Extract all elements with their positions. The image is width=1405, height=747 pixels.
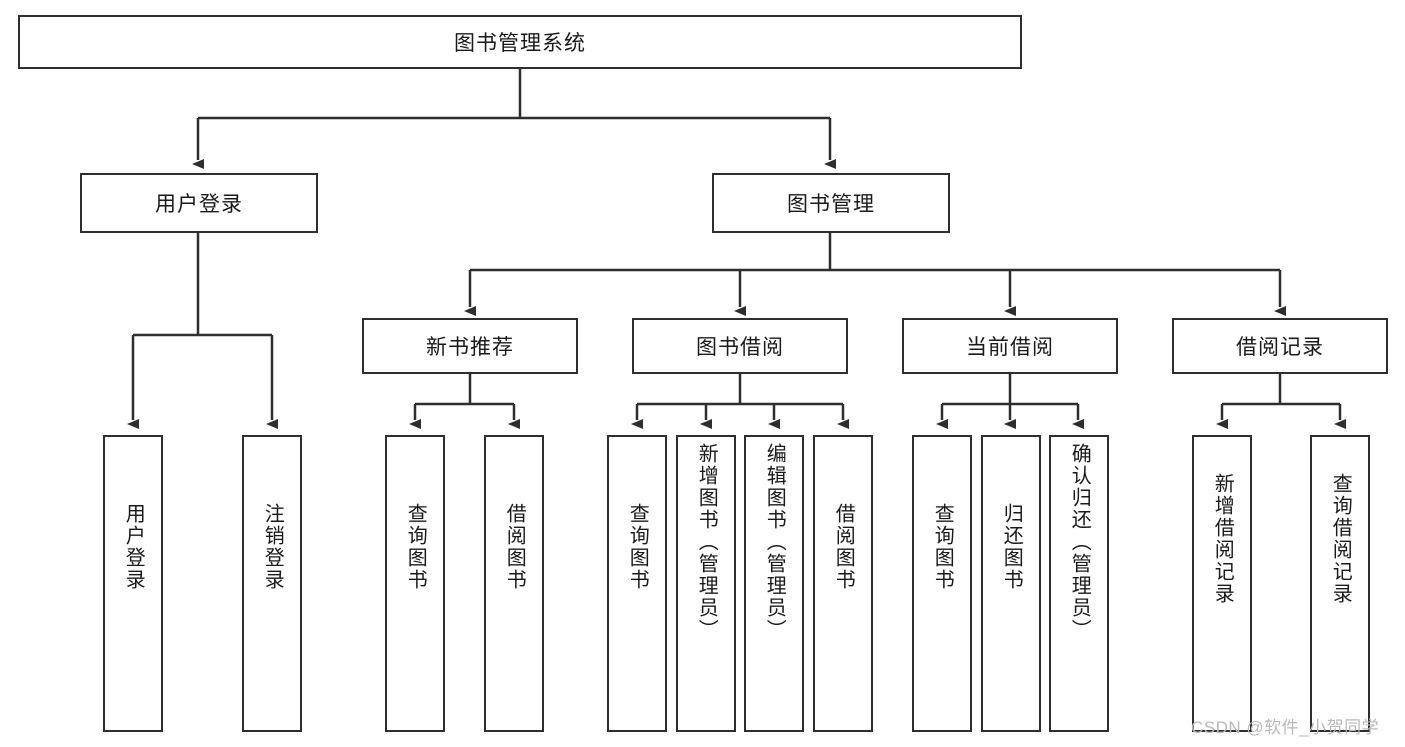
node-root-system[interactable]: 图书管理系统 <box>18 15 1022 69</box>
node-user-login[interactable]: 用户登录 <box>80 173 318 233</box>
leaf-book-borrow-edit[interactable]: 编辑图书（管理员） <box>744 435 804 732</box>
node-label: 用户登录 <box>122 503 145 591</box>
node-label: 查询借阅记录 <box>1329 473 1352 605</box>
leaf-current-borrow-return[interactable]: 归还图书 <box>981 435 1041 732</box>
node-label: 当前借阅 <box>966 336 1054 359</box>
leaf-user-login-login[interactable]: 用户登录 <box>103 435 163 732</box>
leaf-new-book-query[interactable]: 查询图书 <box>385 435 445 732</box>
node-label: 图书借阅 <box>696 336 784 359</box>
node-book-borrow[interactable]: 图书借阅 <box>632 318 848 374</box>
node-current-borrow[interactable]: 当前借阅 <box>902 318 1118 374</box>
leaf-new-book-borrow[interactable]: 借阅图书 <box>484 435 544 732</box>
node-new-book-recommend[interactable]: 新书推荐 <box>362 318 578 374</box>
node-label: 图书管理系统 <box>454 32 586 55</box>
node-label: 编辑图书（管理员） <box>763 443 786 641</box>
node-label: 查询图书 <box>626 503 649 591</box>
leaf-current-borrow-confirm-return[interactable]: 确认归还（管理员） <box>1049 435 1109 732</box>
node-label: 注销登录 <box>261 503 284 591</box>
node-label: 查询图书 <box>931 503 954 591</box>
node-borrow-record[interactable]: 借阅记录 <box>1172 318 1388 374</box>
node-label: 确认归还（管理员） <box>1068 443 1091 641</box>
csdn-watermark: CSDN @软件_小贺同学 <box>1191 718 1380 737</box>
leaf-book-borrow-borrow[interactable]: 借阅图书 <box>813 435 873 732</box>
node-label: 用户登录 <box>155 193 243 216</box>
node-label: 借阅图书 <box>832 503 855 591</box>
node-label: 图书管理 <box>787 193 875 216</box>
leaf-borrow-record-query[interactable]: 查询借阅记录 <box>1310 435 1370 732</box>
node-label: 查询图书 <box>404 503 427 591</box>
leaf-current-borrow-query[interactable]: 查询图书 <box>912 435 972 732</box>
leaf-book-borrow-query[interactable]: 查询图书 <box>607 435 667 732</box>
node-label: 借阅图书 <box>503 503 526 591</box>
leaf-book-borrow-add[interactable]: 新增图书（管理员） <box>676 435 736 732</box>
node-label: 新增借阅记录 <box>1211 473 1234 605</box>
node-label: 借阅记录 <box>1236 336 1324 359</box>
node-label: 新书推荐 <box>426 336 514 359</box>
leaf-user-login-logout[interactable]: 注销登录 <box>242 435 302 732</box>
node-label: 新增图书（管理员） <box>695 443 718 641</box>
node-book-management[interactable]: 图书管理 <box>712 173 950 233</box>
leaf-borrow-record-add[interactable]: 新增借阅记录 <box>1192 435 1252 732</box>
node-label: 归还图书 <box>1000 503 1023 591</box>
